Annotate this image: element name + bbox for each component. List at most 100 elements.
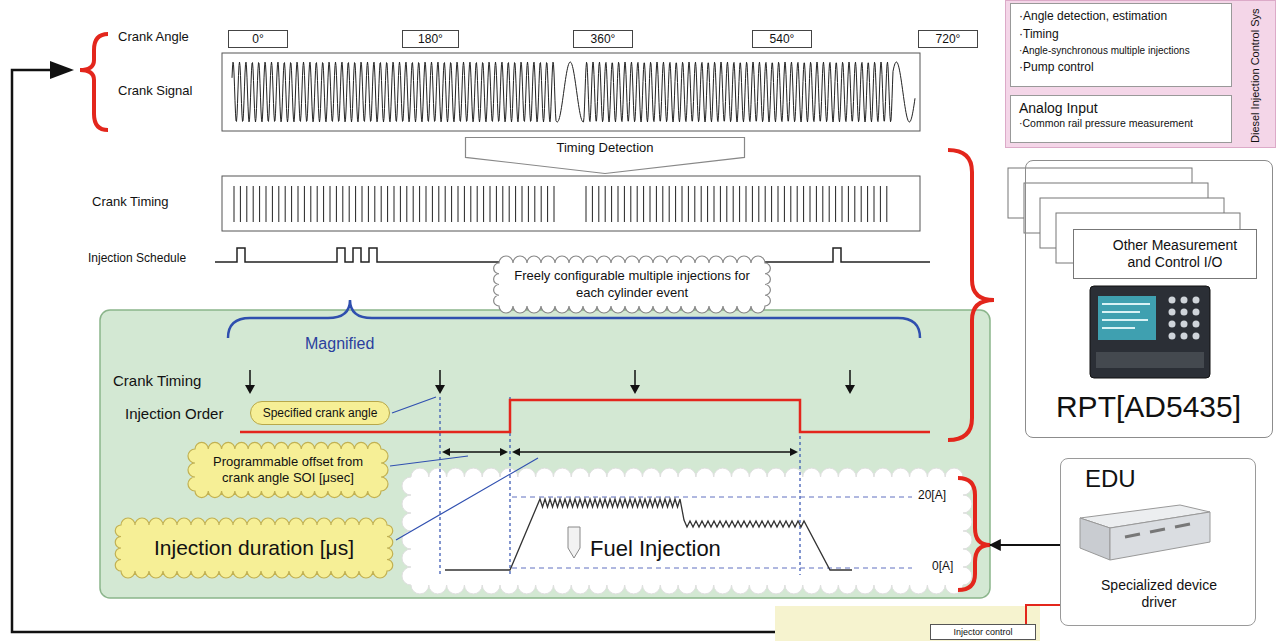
rpt-strip [1096,352,1204,368]
node-text: Diesel Injection Control Sys [1249,8,1262,143]
timing-tick [880,186,881,222]
note-cloud: Freely configurable multiple injections … [492,256,772,313]
cloud-outline [494,256,771,313]
node-text: 540° [770,32,795,46]
injector-icon [568,527,580,558]
timing-tick [784,186,785,222]
timing-tick [816,186,817,222]
rpt-device [1090,286,1210,378]
timing-tick [419,186,420,222]
timing-tick [829,186,830,222]
timing-tick [541,186,542,222]
timing-tick [746,186,747,222]
key [1169,309,1176,316]
timing-tick [445,186,446,222]
node-text: ·Timing [1019,25,1223,43]
timing-tick [611,186,612,222]
timing-tick [618,186,619,222]
key [1193,333,1200,340]
node-text: Timing Detection [465,140,745,155]
timing-tick [291,186,292,222]
node-text: Other Measurement and Control I/O [1102,237,1248,272]
timing-tick [464,186,465,222]
device-box: EDU Specialized device driver [1060,458,1256,626]
timing-tick [336,186,337,222]
timing-tick [554,186,555,222]
callout-oval: Specified crank angle [250,401,390,425]
timing-tick [400,186,401,222]
timing-tick [413,186,414,222]
timing-tick [835,186,836,222]
timing-tick [470,186,471,222]
edu-connector [1125,524,1190,537]
timing-tick [822,186,823,222]
timing-tick [406,186,407,222]
timing-tick [451,186,452,222]
timing-guide [440,397,800,575]
key [1193,297,1200,304]
crank-arrow [250,370,850,388]
rpt-keypad [1169,297,1200,340]
timing-tick [733,186,734,222]
process-arrow: Timing Detection [465,137,745,174]
node-text: Programmable offset from crank angle SOI… [204,454,372,487]
timing-tick [675,186,676,222]
timing-tick [624,186,625,222]
timing-tick [605,186,606,222]
timing-tick [362,186,363,222]
injection-order-signal [240,400,930,432]
key [1181,333,1188,340]
node-text: ·Pump control [1019,58,1223,76]
timing-tick [592,186,593,222]
timing-tick [477,186,478,222]
feature-box: ·Angle detection, estimation·Timing·Angl… [1010,3,1232,87]
node-text: RPT[AD5435] [1026,389,1271,425]
timing-tick [426,186,427,222]
axis-label: Crank Signal [118,84,192,99]
node-text: Specialized device driver [1089,577,1229,611]
timing-tick [771,186,772,222]
node-text: Injector control [953,627,1012,637]
group-brace [958,478,990,590]
timing-tick [342,186,343,222]
timing-tick [490,186,491,222]
timing-tick [483,186,484,222]
timing-tick [432,186,433,222]
timing-tick [874,186,875,222]
node-text: Analog Input [1019,99,1223,117]
arrow-outline [466,138,745,174]
timing-tick [630,186,631,222]
timing-tick [323,186,324,222]
timing-tick [368,186,369,222]
timing-tick [586,186,587,222]
timing-tick [304,186,305,222]
rpt-screen [1098,296,1156,340]
angle-box: 720° [918,30,978,48]
key [1169,297,1176,304]
angle-box: 540° [752,30,812,48]
timing-tick [246,186,247,222]
timing-tick [547,186,548,222]
timing-tick [310,186,311,222]
node-text: 180° [418,32,443,46]
timing-tick [458,186,459,222]
timing-tick [765,186,766,222]
crank-signal-wave [232,62,915,122]
control-box: Injector control [930,624,1036,640]
system-panel: ·Angle detection, estimation·Timing·Angl… [1005,0,1276,148]
timing-tick [387,186,388,222]
timing-tick [810,186,811,222]
timing-tick [861,186,862,222]
timing-tick [272,186,273,222]
timing-tick [790,186,791,222]
timing-tick [381,186,382,222]
node-text: EDU [1085,465,1136,494]
timing-tick [598,186,599,222]
current-level-line [512,497,912,568]
timing-tick [643,186,644,222]
injector-current [445,499,852,570]
duration-arrow [448,451,792,452]
feedback-arrowhead [50,61,74,79]
duration-arrowhead [442,448,798,456]
angle-box: 0° [228,30,288,48]
